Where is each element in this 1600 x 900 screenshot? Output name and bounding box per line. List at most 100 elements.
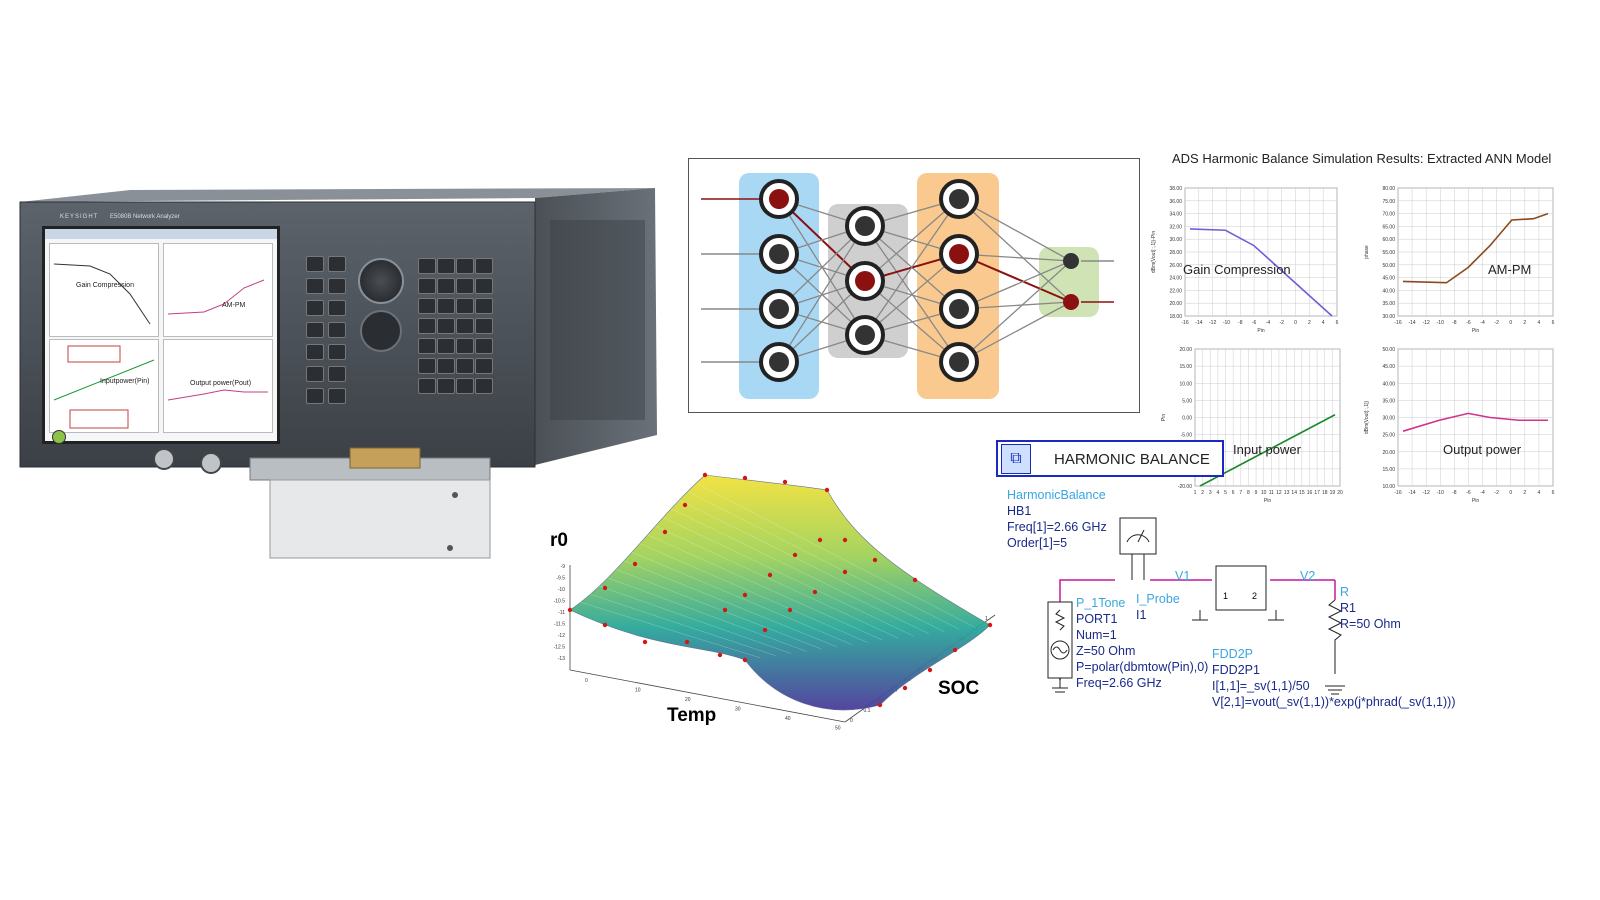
surface-meshline bbox=[654, 525, 899, 639]
ads-ytick: 15.00 bbox=[1382, 467, 1395, 473]
panel-key[interactable] bbox=[328, 300, 346, 316]
panel-key[interactable] bbox=[456, 378, 474, 394]
ads-xtick: 2 bbox=[1523, 320, 1526, 326]
ann-connection bbox=[958, 260, 1072, 363]
panel-key[interactable] bbox=[306, 366, 324, 382]
ads-xtick: -16 bbox=[1394, 490, 1401, 496]
panel-key[interactable] bbox=[437, 298, 455, 314]
ads-xtick: 20 bbox=[1337, 490, 1343, 496]
rotary-knob[interactable] bbox=[358, 258, 404, 304]
ads-ytick: 35.00 bbox=[1382, 301, 1395, 307]
panel-key[interactable] bbox=[418, 278, 436, 294]
fdd-line-1: FDD2P1 bbox=[1212, 663, 1260, 677]
ads-xtick: -4 bbox=[1480, 490, 1485, 496]
panel-key[interactable] bbox=[456, 278, 474, 294]
ads-xtick: 6 bbox=[1552, 490, 1555, 496]
ads-xtick: -14 bbox=[1408, 320, 1415, 326]
panel-key[interactable] bbox=[418, 258, 436, 274]
ads-xtick: -2 bbox=[1494, 490, 1499, 496]
wire-label-v2: V2 bbox=[1300, 569, 1316, 583]
panel-key[interactable] bbox=[328, 388, 346, 404]
panel-key[interactable] bbox=[418, 338, 436, 354]
panel-key[interactable] bbox=[328, 366, 346, 382]
ads-xtick: 0 bbox=[1294, 320, 1297, 326]
panel-key[interactable] bbox=[475, 338, 493, 354]
ads-xtick: 4 bbox=[1322, 320, 1325, 326]
ann-neuron-core bbox=[855, 216, 875, 236]
surface-mesh bbox=[569, 474, 991, 711]
panel-key[interactable] bbox=[456, 358, 474, 374]
panel-key[interactable] bbox=[456, 298, 474, 314]
surface-sample-point bbox=[742, 475, 748, 481]
ads-ytick: 10.00 bbox=[1179, 381, 1192, 387]
ads-xtick: -10 bbox=[1437, 490, 1444, 496]
ads-ytick: 50.00 bbox=[1382, 347, 1395, 353]
panel-key[interactable] bbox=[475, 358, 493, 374]
surface-xtick: 10 bbox=[635, 688, 641, 694]
ads-xtick: -8 bbox=[1452, 320, 1457, 326]
panel-key[interactable] bbox=[328, 278, 346, 294]
panel-key[interactable] bbox=[418, 318, 436, 334]
power-button[interactable] bbox=[52, 430, 66, 444]
panel-key[interactable] bbox=[475, 258, 493, 274]
panel-key[interactable] bbox=[475, 378, 493, 394]
panel-key[interactable] bbox=[306, 256, 324, 272]
panel-key[interactable] bbox=[475, 278, 493, 294]
ads-xtick: -6 bbox=[1252, 320, 1257, 326]
surface-xtick: 50 bbox=[835, 726, 841, 732]
port-line-4: P=polar(dbmtow(Pin),0) bbox=[1076, 660, 1209, 674]
panel-key[interactable] bbox=[437, 258, 455, 274]
panel-key[interactable] bbox=[418, 378, 436, 394]
wire-label-v1: V1 bbox=[1175, 569, 1191, 583]
ads-trace bbox=[1402, 212, 1549, 284]
panel-key[interactable] bbox=[437, 358, 455, 374]
ann-diagram bbox=[688, 158, 1140, 413]
panel-key[interactable] bbox=[328, 322, 346, 338]
panel-key[interactable] bbox=[437, 378, 455, 394]
ads-plot-label: AM-PM bbox=[1488, 262, 1531, 277]
panel-key[interactable] bbox=[456, 318, 474, 334]
panel-key[interactable] bbox=[418, 358, 436, 374]
panel-key[interactable] bbox=[475, 298, 493, 314]
port-line-0: P_1Tone bbox=[1076, 596, 1126, 610]
panel-key[interactable] bbox=[437, 278, 455, 294]
panel-key[interactable] bbox=[328, 344, 346, 360]
panel-key[interactable] bbox=[306, 322, 324, 338]
arrow-pad[interactable] bbox=[360, 310, 402, 352]
surface-meshline bbox=[688, 491, 960, 630]
panel-key[interactable] bbox=[418, 298, 436, 314]
panel-key[interactable] bbox=[306, 388, 324, 404]
panel-key[interactable] bbox=[437, 338, 455, 354]
control-panel bbox=[298, 250, 498, 425]
hb-component[interactable]: ⧉ HARMONIC BALANCE bbox=[996, 440, 1224, 477]
panel-key[interactable] bbox=[437, 318, 455, 334]
surface-ztick: -10 bbox=[558, 587, 565, 593]
surface-sample-point bbox=[742, 657, 748, 663]
ann-neuron-core bbox=[769, 189, 789, 209]
surface-sample-point bbox=[632, 561, 638, 567]
panel-key[interactable] bbox=[456, 338, 474, 354]
panel-key[interactable] bbox=[328, 256, 346, 272]
ads-xtick: 4 bbox=[1538, 320, 1541, 326]
ann-neuron-core bbox=[769, 352, 789, 372]
panel-key[interactable] bbox=[456, 258, 474, 274]
screen-titlebar bbox=[45, 229, 277, 239]
panel-key[interactable] bbox=[306, 344, 324, 360]
ann-connection bbox=[864, 198, 960, 336]
ads-xtick: -2 bbox=[1280, 320, 1285, 326]
ads-ytick: 25.00 bbox=[1382, 433, 1395, 439]
ads-ytick: 80.00 bbox=[1382, 186, 1395, 192]
hb-title: HARMONIC BALANCE bbox=[1054, 451, 1210, 468]
ads-xtick: 14 bbox=[1291, 490, 1297, 496]
ads-ytick: 5.00 bbox=[1182, 398, 1192, 404]
ann-layer-3 bbox=[1039, 247, 1099, 317]
ads-ytick: 55.00 bbox=[1382, 250, 1395, 256]
r-line-1: R1 bbox=[1340, 601, 1356, 615]
ads-xtick: 10 bbox=[1261, 490, 1267, 496]
panel-key[interactable] bbox=[306, 278, 324, 294]
surface-ztick: -11.5 bbox=[554, 622, 565, 628]
panel-key[interactable] bbox=[475, 318, 493, 334]
surface-ztick: -12 bbox=[558, 633, 565, 639]
panel-key[interactable] bbox=[306, 300, 324, 316]
ads-ytick: 40.00 bbox=[1382, 381, 1395, 387]
